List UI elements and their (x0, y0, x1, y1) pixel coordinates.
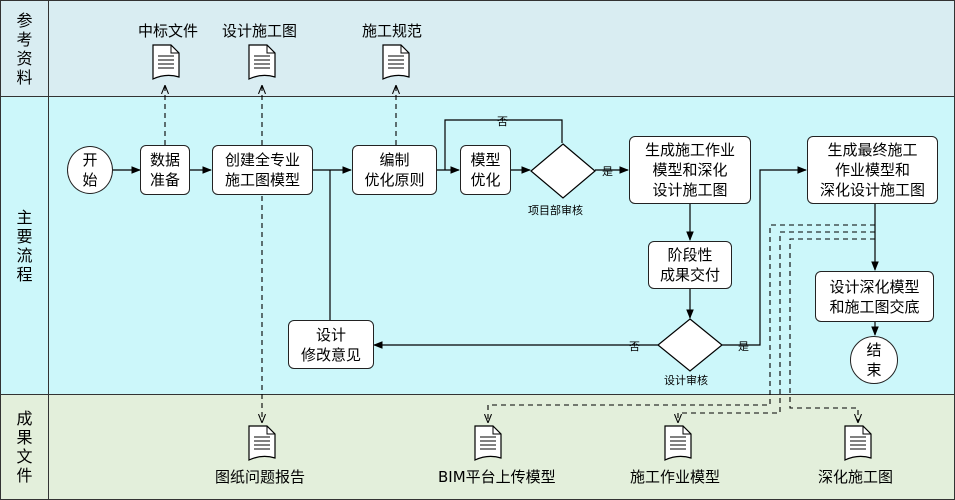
document-icon (152, 44, 180, 80)
start-node: 开 始 (67, 146, 113, 194)
doc-label-bid-file: 中标文件 (138, 22, 199, 40)
design-review-diamond (657, 318, 723, 372)
document-icon (382, 44, 410, 80)
document-icon (844, 425, 872, 461)
lane-label-reference: 参考资料 (1, 1, 49, 96)
lane-label-process: 主要流程 (1, 97, 49, 394)
design-review-label: 设计审核 (664, 374, 708, 387)
project-review-label: 项目部审核 (528, 204, 583, 217)
end-node: 结 束 (850, 336, 898, 384)
lane-label-output: 成果文件 (1, 395, 49, 499)
data-prep-node: 数据 准备 (140, 145, 190, 195)
document-icon (474, 425, 502, 461)
doc-label-drawing-issue-report: 图纸问题报告 (215, 468, 306, 486)
doc-label-deepened-drawing: 深化施工图 (818, 468, 894, 486)
phase-delivery-node: 阶段性 成果交付 (648, 241, 732, 289)
edge-label-no-design: 否 (629, 340, 640, 353)
edge-label-yes-design: 是 (738, 340, 749, 353)
deep-handover-node: 设计深化模型 和施工图交底 (815, 271, 934, 322)
design-revise-node: 设计 修改意见 (288, 320, 374, 369)
edge-label-no-top: 否 (497, 115, 508, 128)
create-model-node: 创建全专业 施工图模型 (212, 145, 313, 195)
optimize-principle-node: 编制 优化原则 (352, 145, 437, 195)
doc-label-bim-upload-model: BIM平台上传模型 (438, 468, 556, 486)
model-optimize-node: 模型 优化 (460, 145, 511, 195)
edge-label-yes-project: 是 (602, 165, 613, 178)
generate-model-node: 生成施工作业 模型和深化 设计施工图 (629, 136, 751, 204)
project-review-diamond (530, 143, 596, 199)
doc-label-design-drawing: 设计施工图 (222, 22, 298, 40)
final-model-node: 生成最终施工 作业模型和 深化设计施工图 (807, 136, 938, 204)
document-icon (248, 44, 276, 80)
document-icon (664, 425, 692, 461)
doc-label-construction-model: 施工作业模型 (630, 468, 721, 486)
document-icon (248, 425, 276, 461)
doc-label-construction-spec: 施工规范 (362, 22, 423, 40)
